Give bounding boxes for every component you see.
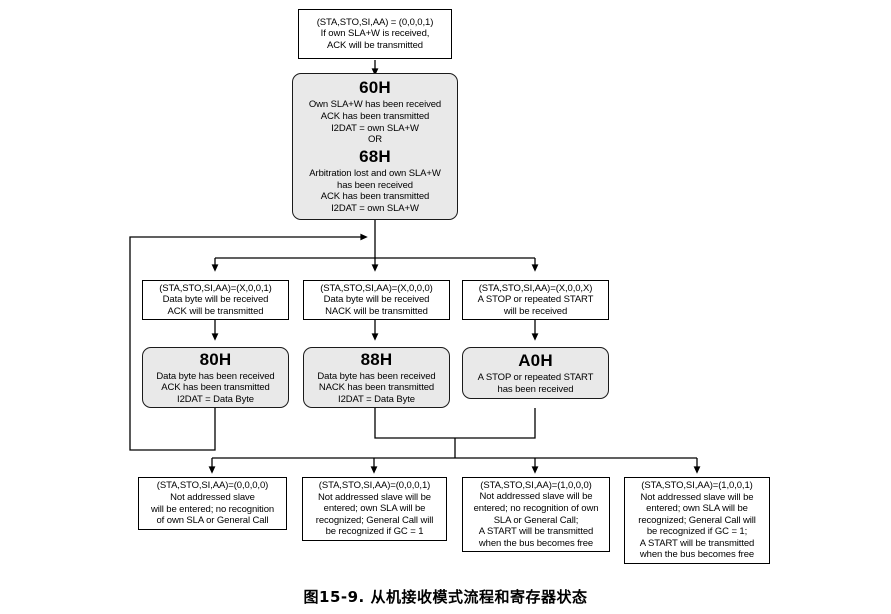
condition-1001-line-6: A START will be transmitted: [639, 537, 755, 549]
condition-1001-line-2: Not addressed slave will be: [640, 491, 754, 503]
node-state-a0h[interactable]: A0H A STOP or repeated START has been re…: [462, 347, 609, 399]
condition-x00x-line-2: A STOP or repeated START: [477, 294, 594, 306]
condition-x001-line-2: Data byte will be received: [162, 294, 269, 306]
state-80h-line-3: I2DAT = Data Byte: [177, 393, 254, 405]
state-68h-line-2: has been received: [337, 179, 413, 191]
condition-x001-line-3: ACK will be transmitted: [167, 305, 264, 317]
state-80h-line-2: ACK has been transmitted: [161, 382, 270, 394]
node-state-88h[interactable]: 88H Data byte has been received NACK has…: [303, 347, 450, 408]
condition-x001-line-1: (STA,STO,SI,AA)=(X,0,0,1): [159, 282, 272, 294]
condition-1000-line-5: A START will be transmitted: [478, 526, 594, 538]
state-68h-line-4: I2DAT = own SLA+W: [331, 202, 419, 214]
condition-1000-line-2: Not addressed slave will be: [479, 491, 593, 503]
node-condition-x001[interactable]: (STA,STO,SI,AA)=(X,0,0,1) Data byte will…: [142, 280, 289, 320]
condition-0001-line-1: (STA,STO,SI,AA)=(0,0,0,1): [318, 480, 431, 492]
node-condition-1000[interactable]: (STA,STO,SI,AA)=(1,0,0,0) Not addressed …: [462, 477, 610, 552]
condition-0001-line-2: Not addressed slave will be: [318, 491, 431, 503]
figure-caption: 图15-9. 从机接收模式流程和寄存器状态: [303, 588, 588, 606]
condition-0000-line-1: (STA,STO,SI,AA)=(0,0,0,0): [156, 480, 269, 492]
condition-1001-line-5: be recognized if GC = 1;: [646, 526, 748, 538]
condition-1001-line-1: (STA,STO,SI,AA)=(1,0,0,1): [641, 479, 753, 491]
condition-0001-line-4: recognized; General Call will: [315, 514, 434, 526]
state-68h-line-1: Arbitration lost and own SLA+W: [309, 168, 441, 180]
node-condition-1001[interactable]: (STA,STO,SI,AA)=(1,0,0,1) Not addressed …: [624, 477, 770, 564]
condition-1000-line-6: when the bus becomes free: [478, 537, 594, 549]
condition-1000-line-3: entered; no recognition of own: [473, 502, 599, 514]
condition-0000-line-4: of own SLA or General Call: [156, 515, 269, 527]
node-condition-0000[interactable]: (STA,STO,SI,AA)=(0,0,0,0) Not addressed …: [138, 477, 287, 530]
node-state-60h-68h[interactable]: 60H Own SLA+W has been received ACK has …: [292, 73, 458, 220]
node-condition-x000[interactable]: (STA,STO,SI,AA)=(X,0,0,0) Data byte will…: [303, 280, 450, 320]
condition-1001-line-4: recognized; General Call will: [638, 514, 756, 526]
condition-0001-line-5: be recognized if GC = 1: [325, 526, 424, 538]
state-a0h-line-1: A STOP or repeated START: [477, 371, 594, 383]
state-80h-line-1: Data byte has been received: [156, 370, 275, 382]
node-entry-condition[interactable]: (STA,STO,SI,AA) = (0,0,0,1) If own SLA+W…: [298, 9, 452, 59]
state-88h-line-3: I2DAT = Data Byte: [338, 393, 415, 405]
condition-x000-line-3: NACK will be transmitted: [325, 305, 428, 317]
condition-1000-line-4: SLA or General Call;: [493, 514, 579, 526]
state-68h-line-3: ACK has been transmitted: [320, 191, 430, 203]
state-code-a0h: A0H: [518, 350, 553, 370]
condition-x000-line-1: (STA,STO,SI,AA)=(X,0,0,0): [320, 282, 433, 294]
node-state-80h[interactable]: 80H Data byte has been received ACK has …: [142, 347, 289, 408]
entry-condition-line-1: (STA,STO,SI,AA) = (0,0,0,1): [316, 16, 434, 28]
condition-0000-line-2: Not addressed slave: [170, 491, 255, 503]
condition-1001-line-3: entered; own SLA will be: [646, 503, 748, 515]
condition-x000-line-2: Data byte will be received: [323, 294, 430, 306]
condition-0001-line-3: entered; own SLA will be: [323, 503, 426, 515]
condition-1001-line-7: when the bus becomes free: [639, 549, 755, 561]
state-60h-line-2: ACK has been transmitted: [320, 111, 430, 123]
state-88h-line-1: Data byte has been received: [317, 370, 436, 382]
condition-x00x-line-3: will be received: [503, 305, 568, 317]
entry-condition-line-3: ACK will be transmitted: [327, 39, 423, 51]
state-code-88h: 88H: [360, 349, 393, 369]
state-60h-line-3: I2DAT = own SLA+W: [331, 122, 419, 134]
condition-x00x-line-1: (STA,STO,SI,AA)=(X,0,0,X): [478, 282, 593, 294]
state-or-separator: OR: [367, 134, 383, 146]
entry-condition-line-2: If own SLA+W is received,: [320, 28, 430, 40]
state-code-60h: 60H: [359, 78, 391, 98]
state-60h-line-1: Own SLA+W has been received: [308, 99, 442, 111]
state-88h-line-2: NACK has been transmitted: [318, 382, 435, 394]
state-code-68h: 68H: [359, 147, 391, 167]
state-code-80h: 80H: [199, 349, 232, 369]
condition-0000-line-3: will be entered; no recognition: [150, 503, 275, 515]
node-condition-x00x[interactable]: (STA,STO,SI,AA)=(X,0,0,X) A STOP or repe…: [462, 280, 609, 320]
node-condition-0001[interactable]: (STA,STO,SI,AA)=(0,0,0,1) Not addressed …: [302, 477, 447, 541]
condition-1000-line-1: (STA,STO,SI,AA)=(1,0,0,0): [480, 479, 592, 491]
state-a0h-line-2: has been received: [497, 383, 574, 395]
